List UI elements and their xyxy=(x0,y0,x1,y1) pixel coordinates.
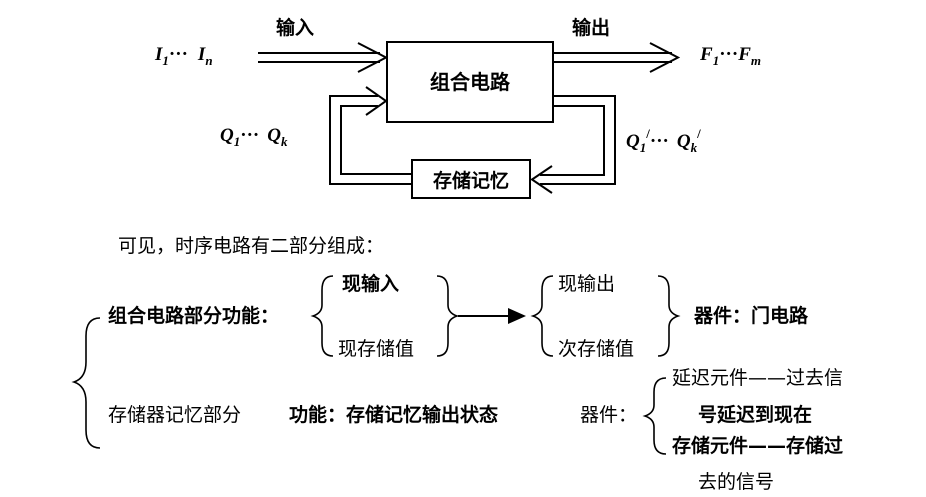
delay-element-line1: 延迟元件——过去信 xyxy=(672,367,843,389)
output-label: 输出 xyxy=(572,16,610,39)
memory-function-text: 功能：存储记忆输出状态 xyxy=(289,403,498,426)
intro-text: 可见，时序电路有二部分组成： xyxy=(118,235,384,257)
output-arrow xyxy=(553,42,681,73)
main-left-brace xyxy=(71,317,101,449)
input-label: 输入 xyxy=(276,16,314,39)
gate-device-text: 器件：门电路 xyxy=(693,304,809,327)
device-brace xyxy=(642,377,667,455)
output-variables: F1···Fm xyxy=(699,44,761,68)
device-label: 器件： xyxy=(580,404,637,426)
storage-element-line2: 去的信号 xyxy=(698,471,774,493)
mapping-arrow xyxy=(458,308,526,324)
memory-part-label: 存储器记忆部分 xyxy=(108,404,241,426)
next-stored-text: 次存储值 xyxy=(558,338,634,360)
now-output-text: 现输出 xyxy=(558,273,615,295)
input-group-left-brace xyxy=(310,275,334,357)
output-group-right-brace xyxy=(657,275,681,357)
now-input-text: 现输入 xyxy=(342,272,399,295)
now-stored-text: 现存储值 xyxy=(338,338,414,360)
combinational-part-label: 组合电路部分功能： xyxy=(108,304,279,327)
storage-element-line1: 存储元件——存储过 xyxy=(672,434,843,457)
state-input-variables: Q1···Qk xyxy=(220,125,288,149)
output-group-left-brace xyxy=(530,275,554,357)
combinational-circuit-box xyxy=(386,41,554,123)
input-group-right-brace xyxy=(436,275,460,357)
input-variables: I1···In xyxy=(154,44,213,68)
feedback-to-combinational xyxy=(329,86,412,185)
memory-box-label: 存储记忆 xyxy=(433,169,509,192)
state-output-variables: Q1/···Qk/ xyxy=(626,126,701,155)
memory-box xyxy=(411,159,531,199)
input-arrow xyxy=(258,42,389,73)
delay-element-line2: 号延迟到现在 xyxy=(698,403,812,426)
combinational-box-label: 组合电路 xyxy=(430,70,511,94)
feedback-to-memory xyxy=(530,95,616,194)
